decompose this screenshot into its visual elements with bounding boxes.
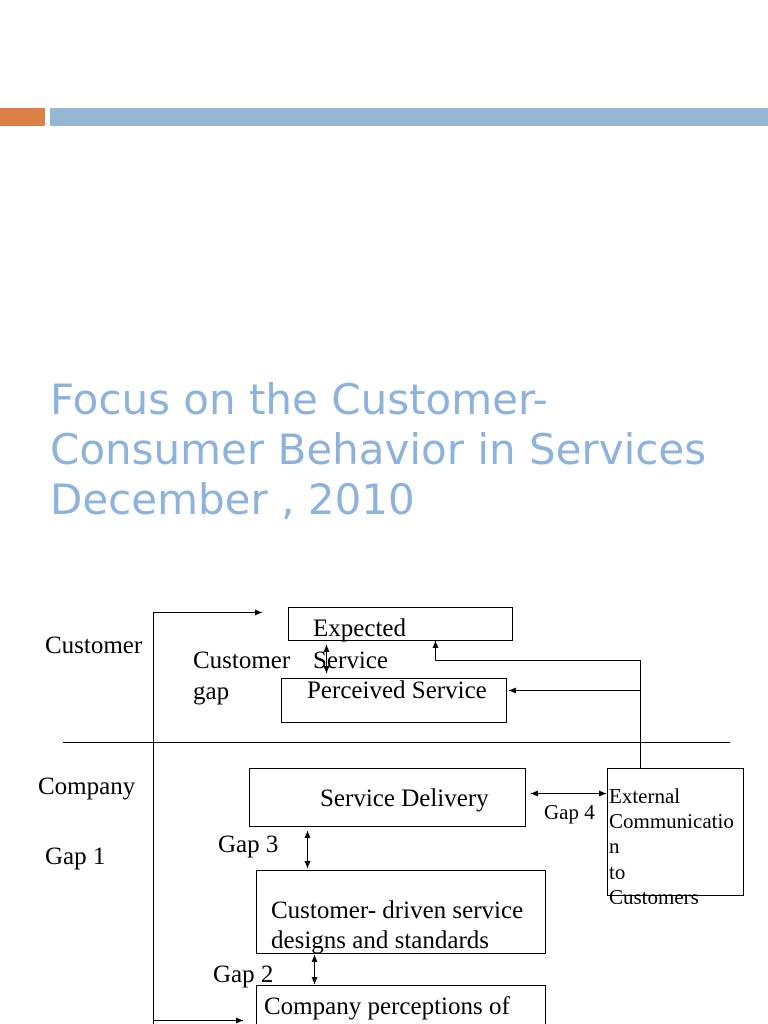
customer-gap-label-line-1: Customer	[193, 647, 291, 674]
external-communications-box	[607, 768, 744, 896]
expected-service-box	[288, 607, 513, 641]
diagram-strokes	[63, 607, 744, 1024]
company-row-label: Company	[38, 773, 136, 800]
slide-title: Focus on the Customer- Consumer Behavior…	[50, 375, 706, 525]
expected-service-label-line-2: Service	[313, 647, 388, 674]
external-communications-label-line-1: External	[609, 784, 680, 808]
accent-bar-orange	[0, 108, 45, 126]
gap-4-label: Gap 4	[544, 800, 595, 824]
external-communications-label-line-2: Communicatio	[609, 809, 734, 833]
gap-2-label: Gap 2	[213, 961, 273, 988]
customer-driven-standards-label-line-2: designs and standards	[271, 927, 489, 954]
diagram-labels: Customer Customer gap Expected Service P…	[38, 615, 734, 1020]
external-communications-label-line-3: n	[609, 834, 620, 858]
title-line-1: Focus on the Customer-	[50, 375, 548, 424]
customer-row-label: Customer	[45, 632, 143, 659]
external-communications-label-line-4: to	[609, 860, 625, 884]
title-line-3: December , 2010	[50, 475, 415, 524]
customer-driven-standards-label-line-1: Customer- driven service	[271, 897, 523, 924]
customer-driven-standards-box	[256, 870, 546, 954]
title-line-2: Consumer Behavior in Services	[50, 425, 707, 474]
service-delivery-box	[249, 768, 526, 827]
perceived-service-box	[281, 678, 507, 723]
customer-gap-label-line-2: gap	[193, 678, 229, 705]
service-delivery-label: Service Delivery	[320, 785, 489, 812]
gap-3-label: Gap 3	[218, 831, 278, 858]
expected-service-label-line-1: Expected	[313, 615, 407, 642]
gap-1-label: Gap 1	[45, 843, 105, 870]
perceived-service-label: Perceived Service	[307, 677, 487, 704]
external-communications-label-line-5: Customers	[609, 885, 699, 909]
accent-bar-blue	[50, 108, 768, 126]
company-perceptions-label: Company perceptions of	[264, 993, 510, 1020]
company-perceptions-box	[256, 985, 546, 1024]
